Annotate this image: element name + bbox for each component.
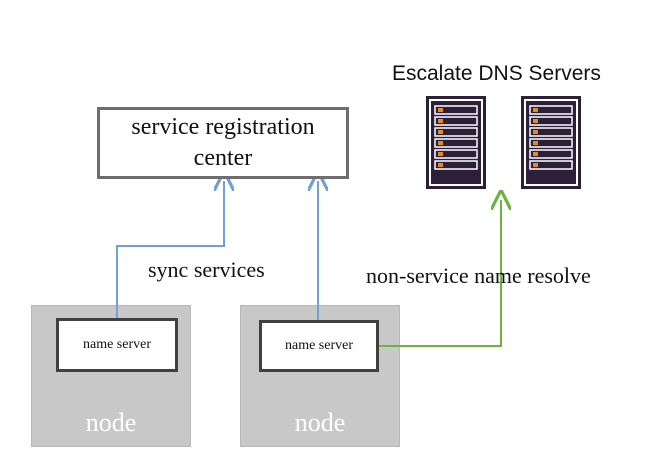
dns-servers-title: Escalate DNS Servers <box>392 62 601 85</box>
node-label-left: node <box>85 408 137 437</box>
registry-label-line1: service registration <box>131 114 315 140</box>
sync-services-label: sync services <box>148 257 265 282</box>
name-server-right: name server <box>259 320 379 372</box>
node-label-right: node <box>294 408 346 437</box>
server-icon <box>426 96 486 189</box>
service-registration-center: service registration center <box>97 107 349 179</box>
name-server-left: name server <box>56 318 178 372</box>
server-icon <box>521 96 581 189</box>
name-resolve-label: non-service name resolve <box>366 263 591 288</box>
registry-label-line2: center <box>193 145 253 171</box>
resolve-arrow <box>379 200 501 347</box>
sync-arrow-left <box>116 181 224 318</box>
